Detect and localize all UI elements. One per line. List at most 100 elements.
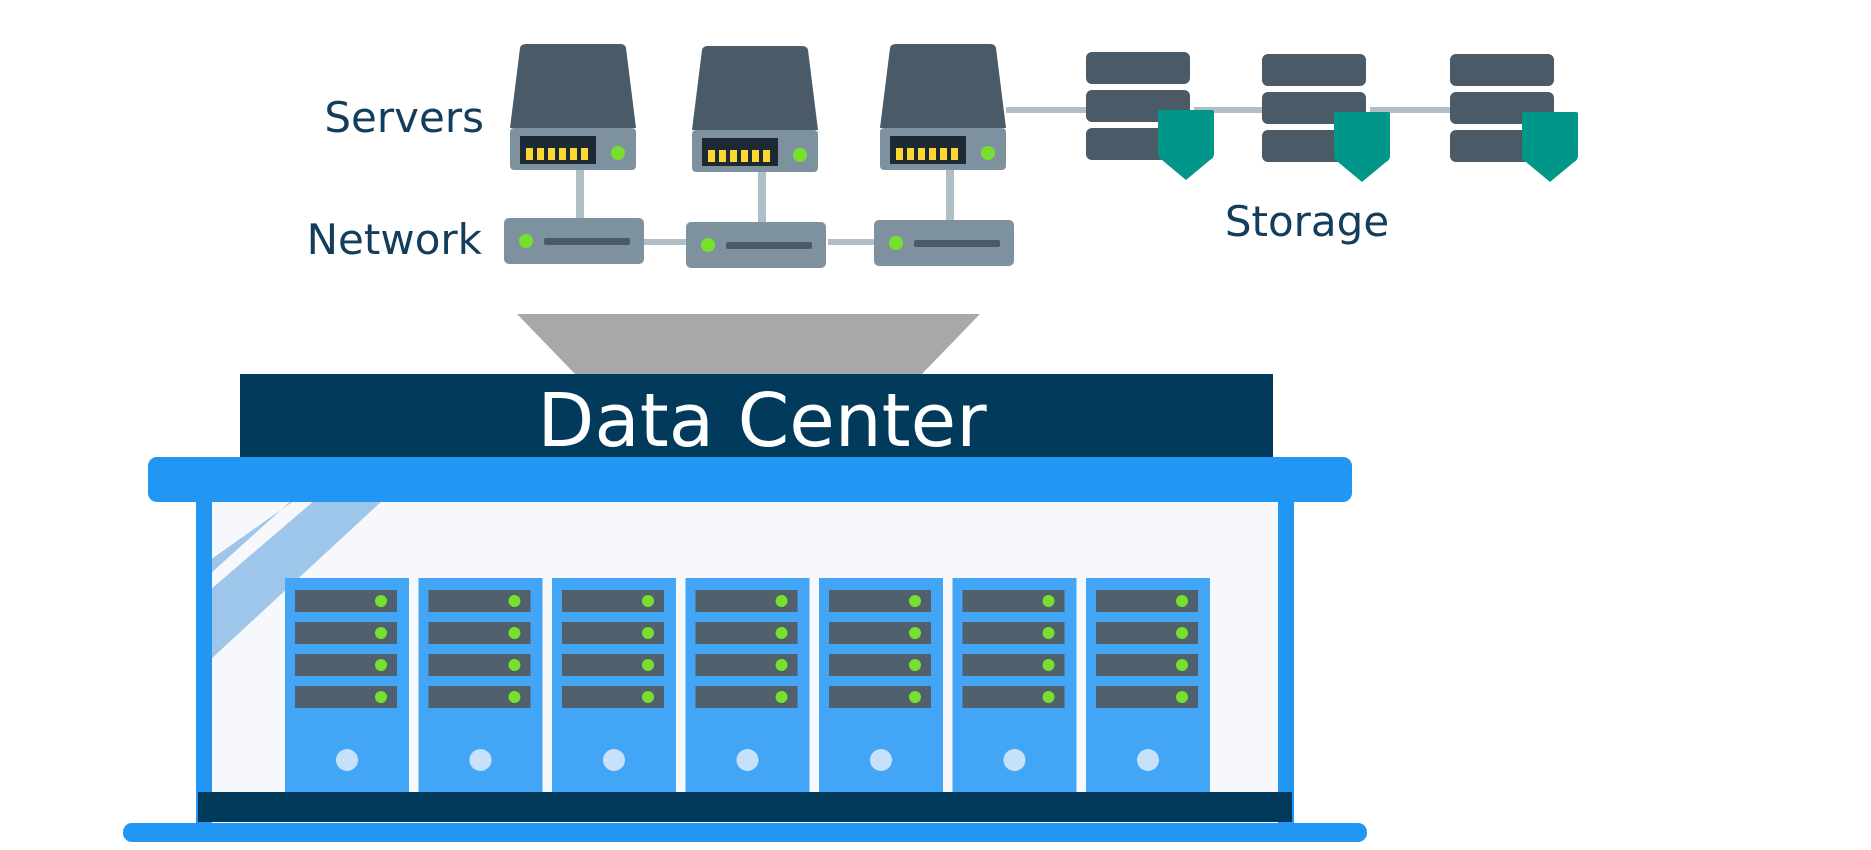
status-led (775, 627, 788, 639)
status-led (642, 659, 654, 671)
rack-slot (1096, 686, 1198, 708)
port-pin (907, 148, 914, 160)
rack-slot (562, 686, 664, 708)
status-led (642, 595, 654, 607)
port-pin (929, 148, 936, 160)
network-label: Network (307, 215, 483, 264)
rack-slot (962, 622, 1065, 644)
building-roof (148, 457, 1352, 502)
status-led (909, 659, 921, 671)
status-led (909, 627, 921, 639)
rack-slot (1096, 622, 1198, 644)
port-pin (940, 148, 947, 160)
storage-stack-icon (1262, 54, 1366, 86)
port-pin (719, 150, 726, 162)
storage-unit-2 (1262, 54, 1390, 182)
server-rack-icon (685, 578, 810, 792)
switch-slot (726, 242, 812, 249)
storage-stack-icon (1450, 54, 1554, 86)
status-led (1042, 691, 1055, 703)
power-button (736, 749, 759, 771)
storage-unit-3 (1450, 54, 1578, 182)
port-pin (896, 148, 903, 160)
storage-label: Storage (1225, 197, 1389, 246)
server-rack-icon (552, 578, 676, 792)
status-led (1176, 691, 1188, 703)
rack-slot (295, 590, 397, 612)
status-led (1176, 595, 1188, 607)
building-base (123, 823, 1367, 842)
power-button (603, 749, 625, 771)
port-pin (730, 150, 737, 162)
status-led (1176, 627, 1188, 639)
rack-slot (428, 686, 531, 708)
shield-icon (1522, 110, 1578, 182)
status-led (375, 595, 387, 607)
rack-slot (428, 590, 531, 612)
switch-slot (914, 240, 1000, 247)
status-led (981, 146, 995, 160)
status-led (508, 659, 521, 671)
port-pin (537, 148, 544, 160)
server-icon (692, 46, 818, 130)
rack-slot (962, 590, 1065, 612)
status-led (889, 236, 903, 250)
power-button (469, 749, 492, 771)
port-pin (752, 150, 759, 162)
power-button (1003, 749, 1026, 771)
status-led (1042, 659, 1055, 671)
storage-unit-1 (1086, 52, 1214, 180)
status-led (1176, 659, 1188, 671)
server-2 (692, 46, 818, 172)
rack-slot (962, 686, 1065, 708)
port-pin (741, 150, 748, 162)
network-switch-3 (874, 220, 1014, 266)
title-banner (240, 374, 1273, 460)
rack-slot (428, 622, 531, 644)
status-led (775, 691, 788, 703)
port-pin (918, 148, 925, 160)
port-pin (951, 148, 958, 160)
status-led (775, 659, 788, 671)
server-icon (510, 44, 636, 128)
status-led (775, 595, 788, 607)
status-led (508, 691, 521, 703)
status-led (375, 659, 387, 671)
rack-slot (295, 622, 397, 644)
rack-slot (428, 654, 531, 676)
rack-slot (562, 590, 664, 612)
status-led (701, 238, 715, 252)
rack-slot (829, 622, 931, 644)
status-led (611, 146, 625, 160)
rack-slot (695, 590, 798, 612)
rack-slot (829, 590, 931, 612)
port-pin (559, 148, 566, 160)
rack-slot (1096, 590, 1198, 612)
status-led (508, 627, 521, 639)
port-pin (548, 148, 555, 160)
rack-slot (295, 686, 397, 708)
rack-slot (695, 622, 798, 644)
network-switch-2 (686, 222, 826, 268)
shield-icon (1158, 108, 1214, 180)
building-floor (198, 792, 1292, 822)
status-led (793, 148, 807, 162)
power-button (870, 749, 892, 771)
server-racks (285, 578, 1210, 792)
right-pillar (1278, 498, 1294, 826)
port-pin (763, 150, 770, 162)
server-3 (880, 44, 1006, 170)
status-led (375, 691, 387, 703)
server-rack-icon (285, 578, 409, 792)
server-1 (510, 44, 636, 170)
left-pillar (196, 498, 212, 826)
storage-stack-icon (1086, 52, 1190, 84)
status-led (642, 627, 654, 639)
status-led (909, 595, 921, 607)
rack-slot (695, 686, 798, 708)
status-led (1042, 595, 1055, 607)
status-led (375, 627, 387, 639)
funnel-top (517, 314, 980, 376)
rack-slot (295, 654, 397, 676)
server-rack-icon (952, 578, 1077, 792)
